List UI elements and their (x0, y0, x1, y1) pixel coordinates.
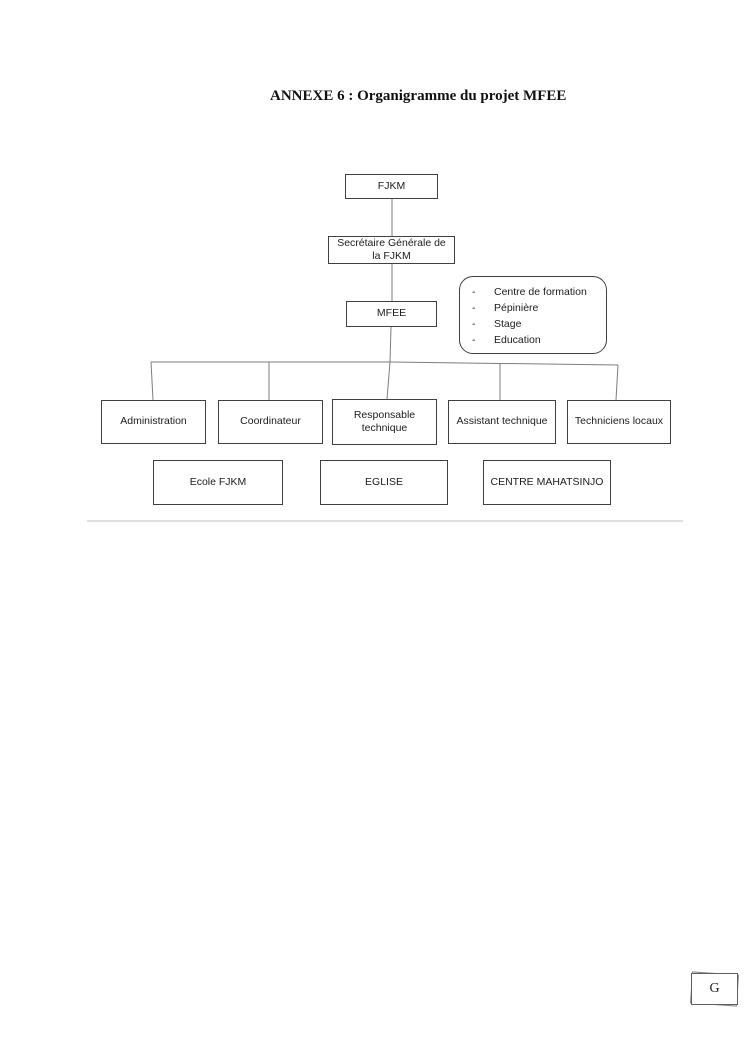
org-node-techniciens-locaux: Techniciens locaux (567, 400, 671, 444)
org-node-centre-mahatsinjo: CENTRE MAHATSINJO (483, 460, 611, 505)
list-item-label: Stage (494, 318, 522, 330)
bullet-dash: - (472, 334, 476, 346)
bullet-dash: - (472, 286, 476, 298)
org-node-ecole-fjkm: Ecole FJKM (153, 460, 283, 505)
bullet-dash: - (472, 318, 476, 330)
org-node-mfee: MFEE (346, 301, 437, 327)
org-node-eglise: EGLISE (320, 460, 448, 505)
list-item-label: Centre de formation (494, 286, 587, 298)
org-node-fjkm: FJKM (345, 174, 438, 199)
footer-page-letter: G (691, 973, 738, 1005)
page-title: ANNEXE 6 : Organigramme du projet MFEE (270, 88, 567, 104)
org-node-responsable-technique: Responsable technique (332, 399, 437, 445)
mfee-activities-note: - Centre de formation - Pépinière - Stag… (459, 276, 607, 354)
footer-page-letter-box: G (689, 968, 741, 1012)
org-node-coordinateur: Coordinateur (218, 400, 323, 444)
separator-rule (87, 520, 683, 522)
org-node-assistant-technique: Assistant technique (448, 400, 556, 444)
list-item: - Stage (472, 316, 600, 332)
org-node-administration: Administration (101, 400, 206, 444)
list-item-label: Pépinière (494, 302, 539, 314)
bullet-dash: - (472, 302, 476, 314)
list-item: - Education (472, 332, 600, 348)
list-item-label: Education (494, 334, 541, 346)
org-node-secretaire-generale: Secrétaire Générale de la FJKM (328, 236, 455, 264)
list-item: - Centre de formation (472, 284, 600, 300)
list-item: - Pépinière (472, 300, 600, 316)
